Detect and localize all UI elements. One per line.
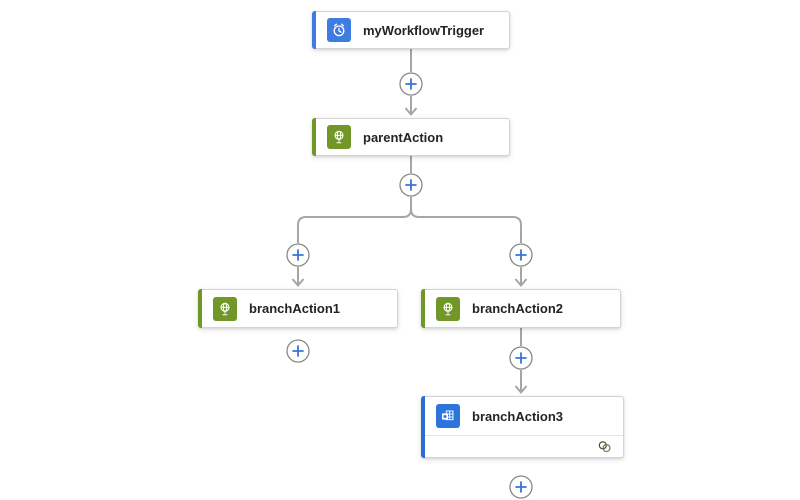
add-step-button-left-branch[interactable] [286, 243, 310, 267]
node-accent-bar [421, 289, 425, 328]
node-title: branchAction3 [472, 408, 564, 424]
node-footer-row [422, 435, 623, 457]
workflow-node-parent-action[interactable]: parentAction [312, 118, 510, 156]
node-accent-bar [312, 11, 316, 49]
workflow-node-branch-action-1[interactable]: branchAction1 [198, 289, 398, 328]
workflow-node-branch-action-2[interactable]: branchAction2 [421, 289, 621, 328]
node-title: parentAction [363, 129, 444, 145]
workflow-node-branch-action-3[interactable]: branchAction3 [421, 396, 624, 458]
workflow-node-trigger[interactable]: myWorkflowTrigger [312, 11, 510, 49]
http-globe-icon [213, 296, 237, 321]
outlook-mail-icon [436, 404, 460, 428]
node-accent-bar [312, 118, 316, 156]
node-title: branchAction1 [249, 301, 341, 316]
node-accent-bar [198, 289, 202, 328]
http-globe-icon [327, 125, 351, 149]
node-title: branchAction2 [472, 301, 564, 316]
add-step-button[interactable] [286, 339, 310, 363]
http-globe-icon [436, 296, 460, 321]
node-title-row: branchAction3 [422, 397, 623, 435]
node-title: myWorkflowTrigger [363, 22, 485, 38]
add-step-button[interactable] [399, 72, 423, 96]
add-step-button-right-branch[interactable] [509, 243, 533, 267]
connection-rings-icon[interactable] [596, 438, 613, 455]
add-step-button[interactable] [399, 173, 423, 197]
recurrence-clock-icon [327, 18, 351, 42]
add-step-button[interactable] [509, 346, 533, 370]
add-step-button[interactable] [509, 475, 533, 499]
node-accent-bar [421, 396, 425, 458]
